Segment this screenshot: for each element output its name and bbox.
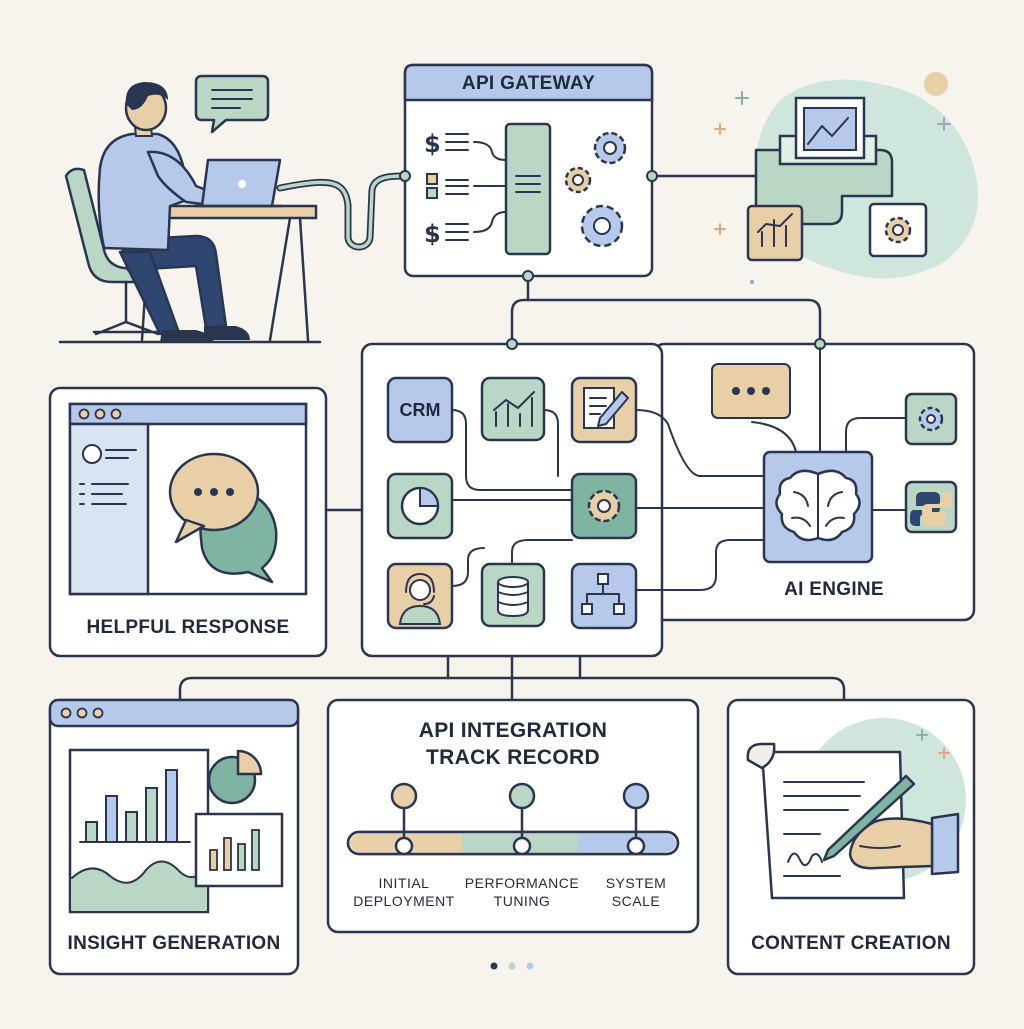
svg-text:$: $: [424, 130, 441, 158]
milestone-1-line2: DEPLOYMENT: [353, 893, 455, 909]
content-creation-panel: [726, 698, 976, 976]
api-gateway-title: API GATEWAY: [461, 73, 596, 94]
milestone-2-line2: TUNING: [493, 893, 551, 909]
python-logo-icon: [904, 480, 958, 534]
ai-engine-title: AI ENGINE: [784, 579, 884, 600]
window-controls: [60, 707, 104, 719]
pie-chart-icon: [386, 472, 454, 540]
pagination-dots: [490, 962, 534, 970]
bar-chart-icon: [79, 769, 191, 843]
flowchart-icon: [570, 562, 638, 630]
hand-pen-icon: [822, 774, 960, 876]
pagination-dot-2[interactable]: [508, 962, 516, 970]
hub-wiring: [451, 347, 907, 591]
checkbox-list-icon: [426, 173, 469, 199]
image-card-icon: [794, 96, 866, 160]
timeline-milestone: [622, 782, 650, 856]
person-at-laptop-illustration: [58, 82, 322, 344]
database-icon: [480, 562, 546, 628]
typing-indicator-icon: [711, 363, 791, 419]
track-record-title-line1: API INTEGRATION: [418, 719, 608, 742]
connector-lines: [178, 172, 846, 702]
gear-icon: [564, 166, 592, 194]
support-agent-icon: [386, 562, 454, 630]
insight-generation-panel: [48, 698, 300, 976]
timeline-track: [346, 830, 680, 856]
content-automation-illustration: [714, 72, 978, 284]
pagination-dot-3[interactable]: [526, 962, 534, 970]
track-record-panel: [326, 698, 700, 934]
dollar-list-icon: $: [424, 130, 469, 158]
bar-chart-icon: [209, 829, 260, 871]
helpful-response-panel: [48, 386, 328, 658]
timeline-milestone: [390, 782, 418, 856]
document-edit-icon: [570, 376, 638, 444]
track-record-title-line2: TRACK RECORD: [426, 746, 600, 769]
timeline-milestone: [508, 782, 536, 856]
helpful-response-title: HELPFUL RESPONSE: [86, 617, 290, 638]
api-gateway-panel: $ $: [399, 63, 658, 282]
milestone-3-label: SYSTEM SCALE: [584, 874, 688, 910]
dollar-list-icon: $: [424, 220, 469, 248]
milestone-3-line1: SYSTEM: [605, 875, 667, 891]
bar-chart-icon: [746, 204, 804, 262]
svg-text:$: $: [424, 220, 441, 248]
milestone-1-line1: INITIAL: [378, 875, 430, 891]
pie-chart-icon: [207, 749, 263, 805]
milestone-1-label: INITIAL DEPLOYMENT: [344, 874, 464, 910]
crm-module: [386, 376, 454, 444]
crm-label: CRM: [399, 400, 441, 420]
milestone-3-line2: SCALE: [611, 893, 661, 909]
brain-icon: [762, 450, 874, 564]
chat-bubbles-icon: [168, 452, 278, 584]
pagination-dot-1[interactable]: [490, 962, 498, 970]
window-controls: [78, 408, 122, 420]
analytics-chart-icon: [480, 376, 546, 442]
content-creation-title: CONTENT CREATION: [751, 933, 951, 954]
gear-icon: [868, 202, 928, 258]
gear-icon: [593, 131, 627, 165]
gear-icon: [580, 204, 624, 248]
milestone-2-label: PERFORMANCE TUNING: [460, 874, 584, 910]
milestone-2-line1: PERFORMANCE: [464, 875, 580, 891]
message-bubble-icon: [194, 74, 270, 134]
gear-icon: [570, 472, 638, 540]
insight-generation-title: INSIGHT GENERATION: [67, 933, 281, 954]
gear-icon: [904, 392, 958, 446]
